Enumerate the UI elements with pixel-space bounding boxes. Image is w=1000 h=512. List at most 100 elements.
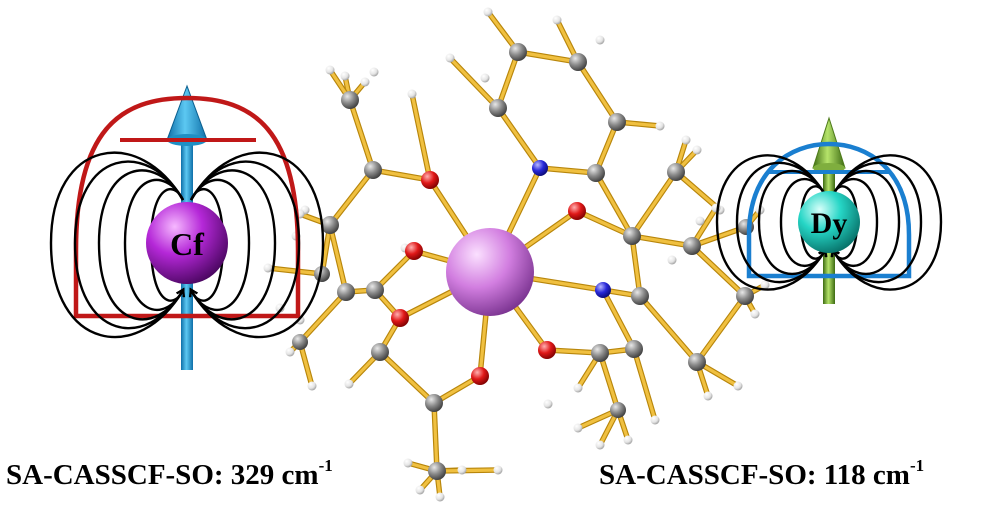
bond-highlight [496,50,520,110]
carbon-atom [623,227,641,245]
hydrogen-atom [703,391,713,401]
carbon-atom [428,462,446,480]
bond-highlight [496,106,542,170]
carbon-atom [364,161,382,179]
carbon-atom [736,287,754,305]
hydrogen-atom [681,135,691,145]
carbon-atom [587,164,605,182]
bond-highlight [674,170,722,212]
bond-highlight [266,266,324,276]
hydrogen-atom [285,347,295,357]
nitrogen-atom [595,282,611,298]
carbon-atom [366,281,384,299]
hydrogen-atom [275,303,285,313]
dy-energy-label: SA-CASSCF-SO: 118 cm-1 [599,456,924,492]
bond-highlight [598,351,620,412]
dy-field-line [757,169,825,276]
carbon-atom [371,343,389,361]
bond-highlight [373,249,416,292]
hydrogen-atom [483,7,493,17]
hydrogen-atom [344,379,354,389]
bond-highlight [432,401,439,473]
bond-highlight [410,92,432,182]
hydrogen-atom [552,15,562,25]
cf-field-line [191,178,251,312]
cf-field-line [73,160,183,330]
carbon-atom [425,394,443,412]
dy-ion-group: Dy [715,116,943,304]
hydrogen-atom [435,492,445,502]
oxygen-atom [538,341,556,359]
dy-oblate-shape [746,141,912,279]
hydrogen-atom [760,280,770,290]
hydrogen-atom [655,121,665,131]
hydrogen-atom [325,65,335,75]
dy-field-line [735,161,825,284]
hydrogen-atom [573,383,583,393]
carbon-atom [341,91,359,109]
oxygen-atom [405,242,423,260]
bond-highlight [298,290,348,344]
oxygen-atom [471,367,489,385]
carbon-atom [625,340,643,358]
carbon-atom [610,402,626,418]
bond-highlight [630,234,694,248]
carbon-atom [688,353,706,371]
bond-highlight [594,171,634,238]
hydrogen-atom [595,440,605,450]
dy-energy-exponent: -1 [909,456,925,475]
bond-highlight [371,168,432,182]
bond-highlight [516,50,580,64]
hydrogen-atom [493,465,503,475]
bond-highlight [630,234,642,298]
bond-highlight [348,98,375,172]
hydrogen-atom [369,67,379,77]
carbon-atom [608,113,626,131]
bond-highlight [575,209,634,238]
cf-moment-arrow-head [166,84,208,141]
cf-field-line [123,178,183,312]
carbon-atom [667,163,685,181]
carbon-atom [631,287,649,305]
bond-highlight [690,244,747,298]
bond-highlight [601,288,636,351]
dy-field-line [779,177,825,267]
hydrogen-atom [573,423,583,433]
cf-prolate-shape [73,95,301,319]
bond-highlight [594,120,619,175]
molecule-atoms [263,7,770,502]
hydrogen-atom [360,77,370,87]
carbon-atom [591,344,609,362]
bond-highlight [695,294,747,364]
cf-energy-exponent: -1 [318,456,333,475]
bond-highlight [638,294,699,364]
hydrogen-atom [307,381,317,391]
hydrogen-atom [733,381,743,391]
carbon-atom [292,334,308,350]
nitrogen-atom [532,160,548,176]
dy-field-lines [715,154,943,291]
cf-energy-text: SA-CASSCF-SO: 329 cm [6,459,319,491]
carbon-atom [509,43,527,61]
cf-field-line [191,151,325,339]
hydrogen-atom [623,435,633,445]
carbon-atom [683,237,701,255]
carbon-atom [337,283,355,301]
cf-field-line [191,160,301,330]
hydrogen-atom [415,485,425,495]
cf-field-lines [49,151,325,339]
hydrogen-atom [403,458,413,468]
hydrogen-atom [543,399,553,409]
cf-field-line [97,169,183,321]
carbon-atom [314,266,330,282]
central-metal-atom [446,228,534,316]
bond-highlight [630,170,678,238]
bond-highlight [448,56,500,110]
hydrogen-atom [667,255,677,265]
hydrogen-atom [692,145,702,155]
oxygen-atom [391,309,409,327]
bond-highlight [328,223,348,294]
cf-field-line [49,151,183,339]
hydrogen-atom [263,263,273,273]
